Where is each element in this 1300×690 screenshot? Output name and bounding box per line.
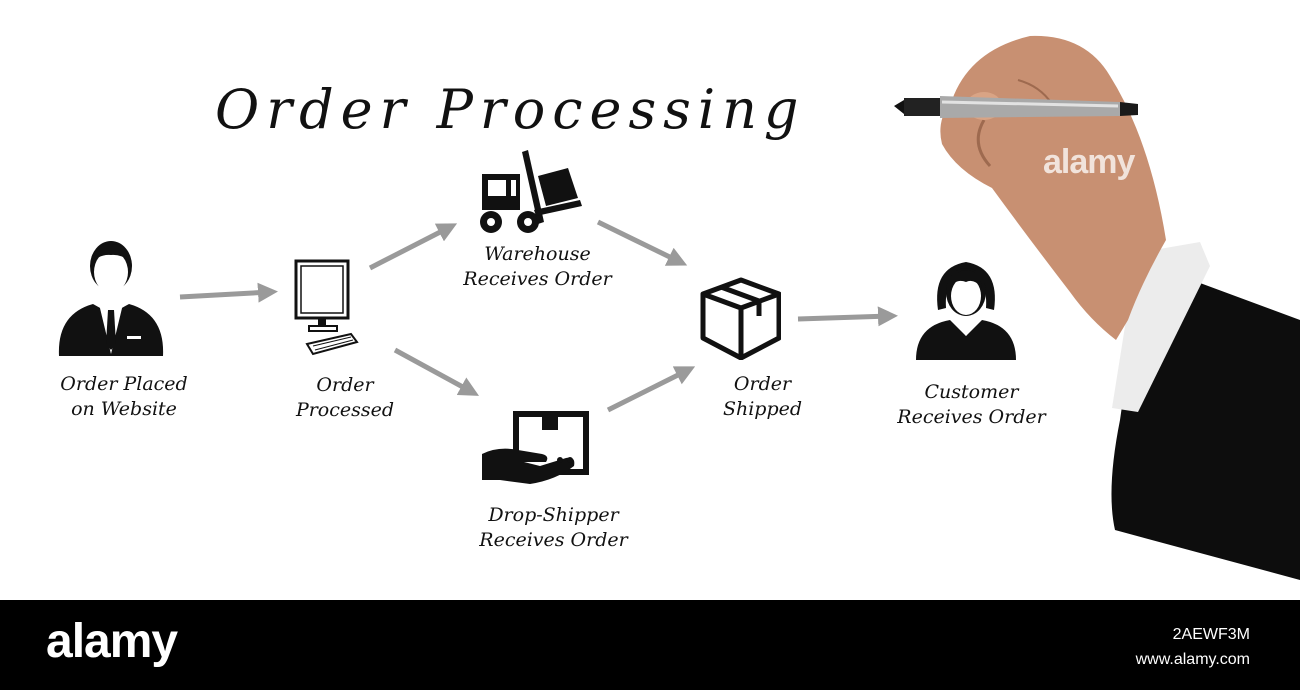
flow-arrows bbox=[179, 219, 898, 413]
businessman-icon bbox=[58, 241, 164, 356]
stock-footer: alamy 2AEWF3M www.alamy.com bbox=[0, 600, 1300, 690]
site-url: www.alamy.com bbox=[1135, 651, 1250, 668]
stock-info: 2AEWF3M www.alamy.com bbox=[1136, 622, 1250, 672]
label-order-processed: Order Processed bbox=[295, 374, 395, 421]
arrow-processed-to-warehouse bbox=[368, 223, 458, 271]
writing-hand-image bbox=[894, 35, 1300, 580]
hand-package-icon bbox=[482, 411, 589, 484]
label-order-placed: Order Placed on Website bbox=[60, 373, 188, 420]
watermark: alamy bbox=[1043, 143, 1135, 181]
diagram-canvas: Order Processing bbox=[58, 35, 1300, 580]
forklift-icon bbox=[480, 150, 582, 233]
label-customer: Customer Receives Order bbox=[897, 381, 1046, 428]
hand bbox=[940, 35, 1166, 341]
box-icon bbox=[700, 277, 781, 360]
arrow-processed-to-dropship bbox=[393, 347, 480, 396]
computer-icon bbox=[294, 259, 359, 356]
diagram-title: Order Processing bbox=[215, 78, 806, 141]
arrow-placed-to-processed bbox=[179, 282, 278, 303]
label-order-shipped: Order Shipped bbox=[722, 373, 803, 420]
arrow-warehouse-to-shipped bbox=[596, 219, 688, 266]
label-dropship: Drop-Shipper Receives Order bbox=[479, 504, 628, 551]
arrow-dropship-to-shipped bbox=[606, 366, 696, 413]
label-warehouse: Warehouse Receives Order bbox=[463, 243, 612, 290]
marker-pen bbox=[894, 96, 1138, 118]
businesswoman-icon bbox=[916, 262, 1016, 360]
brand-logo: alamy bbox=[46, 615, 178, 668]
image-id: 2AEWF3M bbox=[1172, 626, 1250, 643]
arrow-shipped-to-customer bbox=[797, 306, 898, 327]
